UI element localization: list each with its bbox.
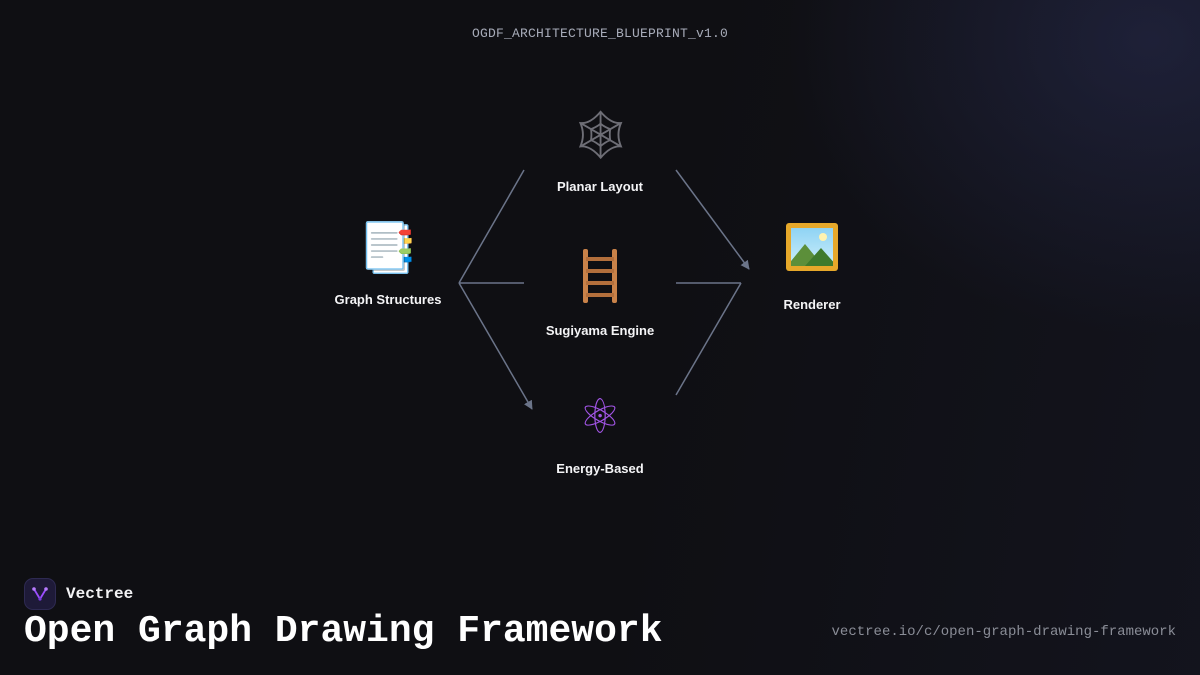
node-planar-layout[interactable]: 🕸 Planar Layout — [520, 105, 680, 194]
node-label: Energy-Based — [556, 461, 644, 476]
node-renderer[interactable]: Renderer — [732, 218, 892, 312]
page-title: Open Graph Drawing Framework — [24, 610, 663, 653]
node-label: Planar Layout — [557, 179, 643, 194]
spider-web-icon: 🕸 — [570, 107, 631, 163]
node-energy-based[interactable]: ⚛ Energy-Based — [520, 387, 680, 476]
vectree-logo-icon — [24, 578, 56, 610]
node-label: Sugiyama Engine — [545, 323, 655, 338]
page-url-link[interactable]: vectree.io/c/open-graph-drawing-framewor… — [831, 624, 1176, 640]
blueprint-label: OGDF_ARCHITECTURE_BLUEPRINT_v1.0 — [471, 26, 729, 41]
node-label: Renderer — [783, 297, 841, 312]
framed-picture-icon — [782, 223, 842, 283]
atom-icon: ⚛ — [578, 389, 622, 445]
bookmark-tabs-icon: 📑 — [358, 220, 418, 276]
edge-graph-to-planar — [458, 169, 525, 284]
edge-graph-to-energy — [458, 282, 533, 410]
brand-name: Vectree — [66, 585, 134, 603]
edge-energy-to-renderer — [675, 282, 742, 396]
ladder-icon — [570, 249, 630, 309]
node-graph-structures[interactable]: 📑 Graph Structures — [308, 218, 468, 307]
edge-planar-to-renderer — [675, 169, 750, 270]
brand[interactable]: Vectree — [24, 577, 133, 611]
node-sugiyama-engine[interactable]: Sugiyama Engine — [520, 246, 680, 338]
node-label: Graph Structures — [334, 292, 442, 307]
